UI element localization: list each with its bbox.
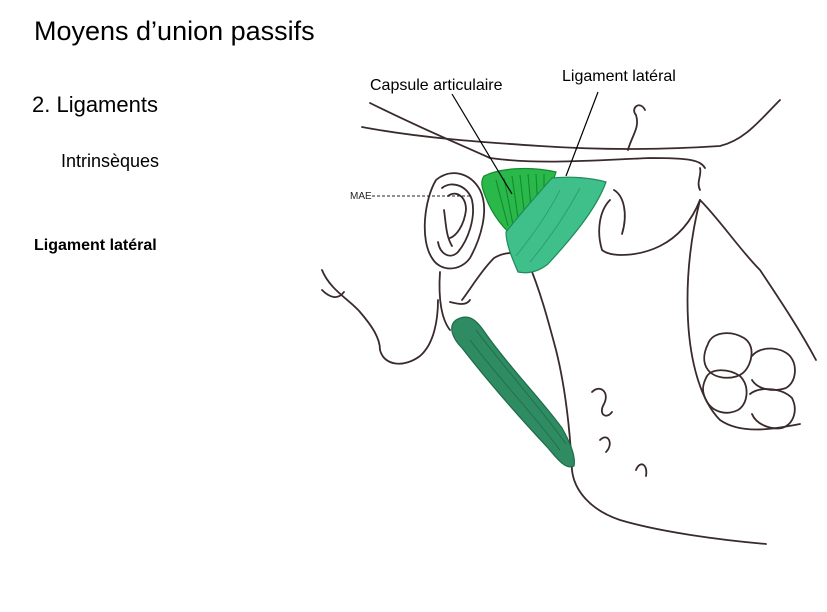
section-heading: 2. Ligaments (32, 92, 158, 117)
molar-teeth (703, 332, 753, 379)
ear-canal-outline (423, 172, 485, 270)
slide-title: Moyens d’union passifs (34, 16, 315, 46)
capsule-label: Capsule articulaire (370, 77, 503, 94)
zygomatic-arch-lower (369, 102, 706, 169)
zygomatic-arch (361, 99, 781, 150)
topic-label: Ligament latéral (34, 237, 157, 254)
ligament-label: Ligament latéral (562, 68, 676, 85)
mandible-ramus (527, 261, 767, 545)
subsection-heading: Intrinsèques (61, 151, 160, 171)
lateral-ligament (505, 176, 607, 274)
mae-label: MAE (350, 191, 372, 202)
